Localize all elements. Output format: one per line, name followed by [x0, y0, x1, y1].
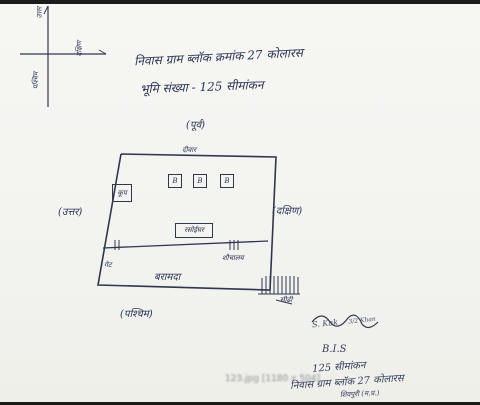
kitchen-box: रसोईघर — [175, 223, 213, 238]
direction-bottom-label: (पश्चिम) — [120, 309, 153, 320]
direction-right-label: (दक्षिण) — [272, 206, 303, 217]
well-box: कूप — [112, 184, 132, 202]
site-plan-outline — [97, 153, 379, 329]
stairs-label: सीढ़ी — [280, 296, 293, 304]
toilet-label: शौचालय — [222, 254, 244, 262]
direction-top-label: (पूर्व) — [186, 120, 206, 131]
stamp-line-2: B.I.S — [322, 344, 347, 355]
compass-diagram — [20, 5, 107, 107]
room-b-3: B — [220, 174, 234, 188]
room-b-2: B — [193, 174, 207, 188]
image-caption: 123.jpg [1180 x 504] — [225, 374, 320, 384]
gate-label: गेट — [104, 261, 112, 269]
direction-left-label: (उत्तर) — [58, 207, 83, 218]
top-wall-label: दीवार — [182, 146, 197, 154]
room-b-1: B — [168, 174, 182, 188]
yard-label: बरामदा — [154, 272, 181, 283]
paper-sheet: उत्तर दक्षिण पश्चिम निवास ग्राम ब्लॉक क्… — [0, 4, 480, 402]
